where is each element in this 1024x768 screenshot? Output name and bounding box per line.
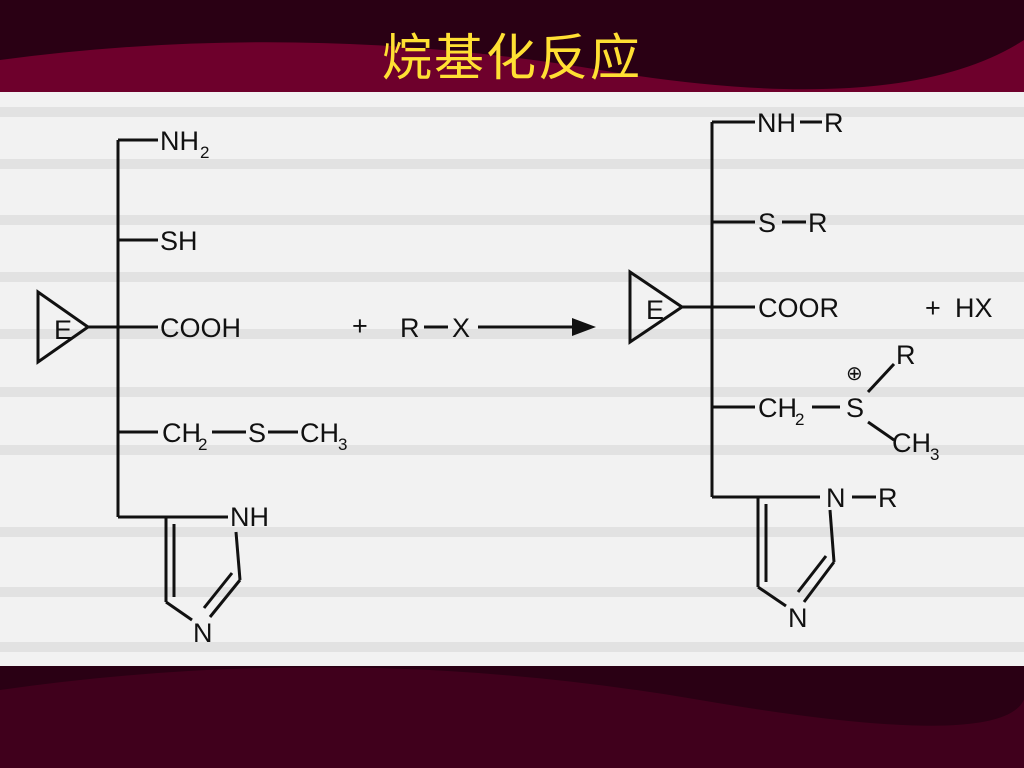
reactant-s-label: S <box>248 418 266 448</box>
reactant-imidazole-n-label: N <box>193 618 213 648</box>
product-thio-r-label: R <box>808 208 828 238</box>
reaction-scheme: E NH 2 SH COOH CH 2 S CH 3 NH N + R X <box>0 107 1024 652</box>
reactant-structure <box>36 138 298 622</box>
slide-title: 烷基化反应 <box>382 29 642 87</box>
product-ch3-subscript: 3 <box>930 445 939 464</box>
product-imidazole-r-label: R <box>878 483 898 513</box>
product-thio-s-label: S <box>758 208 776 238</box>
reactant-ch2-subscript: 2 <box>198 435 207 454</box>
product-enzyme-triangle <box>628 269 685 345</box>
reactant-enzyme-label: E <box>54 315 72 345</box>
reactant-enzyme-triangle <box>36 289 91 365</box>
reactant-carboxyl-label: COOH <box>160 313 241 343</box>
reagent-x-label: X <box>452 313 470 343</box>
product-sulfonium-r-label: R <box>896 340 916 370</box>
background-wave <box>0 40 1024 95</box>
product-imidazole-n-label: N <box>826 483 846 513</box>
product-amine-nh-label: NH <box>757 108 796 138</box>
reactant-ch3-subscript: 3 <box>338 435 347 454</box>
byproduct-hx-label: HX <box>955 293 993 323</box>
reactant-labels: E NH 2 SH COOH CH 2 S CH 3 NH N <box>54 126 347 648</box>
reactant-ch3-label: CH <box>300 418 339 448</box>
reactant-amino-subscript: 2 <box>200 143 209 162</box>
product-sulfonium-s-label: S <box>846 393 864 423</box>
product-sulfonium-charge: ⊕ <box>846 363 863 385</box>
product-labels: E NH R S R COOR CH 2 S ⊕ R CH 3 N R N + … <box>646 108 993 633</box>
product-amine-r-label: R <box>824 108 844 138</box>
product-ch2-subscript: 2 <box>795 410 804 429</box>
product-ch3-label: CH <box>892 428 931 458</box>
product-structure <box>628 120 896 608</box>
reactant-thiol-label: SH <box>160 226 198 256</box>
byproduct-plus: + <box>925 293 941 323</box>
product-enzyme-label: E <box>646 295 664 325</box>
reactant-imidazole-nh-label: NH <box>230 502 269 532</box>
reactant-amino-label: NH <box>160 126 199 156</box>
product-imidazole-n2-label: N <box>788 603 808 633</box>
product-ch2-label: CH <box>758 393 797 423</box>
reagent-group: + R X <box>352 311 596 343</box>
product-ester-label: COOR <box>758 293 839 323</box>
reaction-scheme-panel: E NH 2 SH COOH CH 2 S CH 3 NH N + R X <box>0 92 1024 666</box>
reagent-plus: + <box>352 311 368 341</box>
reagent-r-label: R <box>400 313 420 343</box>
background-wave-2 <box>0 667 1024 768</box>
reactant-ch2-label: CH <box>162 418 201 448</box>
reaction-arrow-head <box>572 318 596 336</box>
